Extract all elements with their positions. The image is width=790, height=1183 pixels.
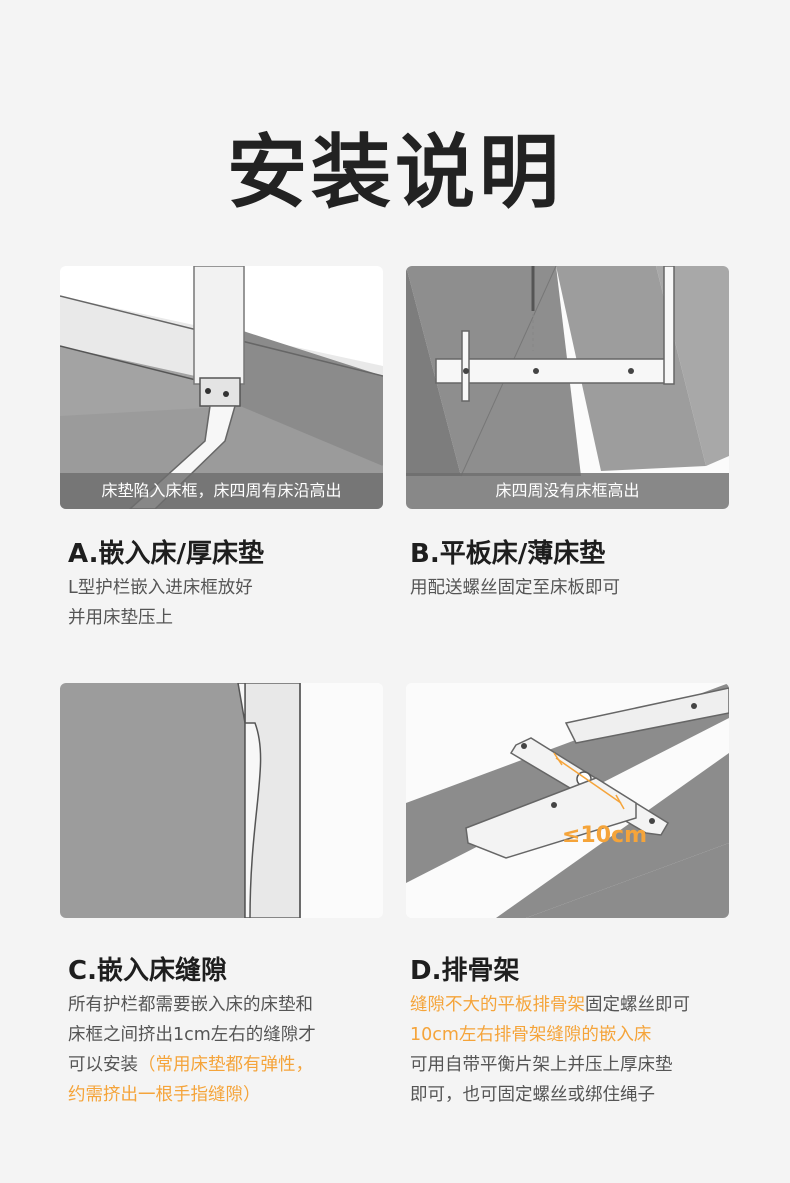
desc-c-line-3: 可以安装（常用床垫都有弹性， xyxy=(68,1050,388,1080)
desc-c-line-3-normal: 可以安装 xyxy=(68,1055,138,1075)
desc-d-line-3: 可用自带平衡片架上并压上厚床垫 xyxy=(410,1055,673,1075)
desc-d-line-1: 缝隙不大的平板排骨架固定螺丝即可 xyxy=(410,990,750,1020)
heading-a: A.嵌入床/厚床垫 xyxy=(68,539,264,569)
heading-c: C.嵌入床缝隙 xyxy=(68,956,227,986)
illustration-b: 床四周没有床框高出 xyxy=(406,266,729,509)
desc-c-line-2: 床框之间挤出1cm左右的缝隙才 xyxy=(68,1025,316,1045)
desc-d-line-2: 10cm左右排骨架缝隙的嵌入床 xyxy=(410,1025,652,1045)
desc-c: 所有护栏都需要嵌入床的床垫和 床框之间挤出1cm左右的缝隙才 可以安装（常用床垫… xyxy=(68,990,388,1110)
desc-d-line-1-highlight: 缝隙不大的平板排骨架 xyxy=(410,995,585,1015)
desc-d: 缝隙不大的平板排骨架固定螺丝即可 10cm左右排骨架缝隙的嵌入床 可用自带平衡片… xyxy=(410,990,750,1110)
desc-a: L型护栏嵌入进床框放好 并用床垫压上 xyxy=(68,573,368,633)
desc-d-line-1-normal: 固定螺丝即可 xyxy=(585,995,690,1015)
measure-label: ≤10cm xyxy=(562,823,648,848)
illustration-c xyxy=(60,683,383,918)
caption-b: 床四周没有床框高出 xyxy=(406,473,729,509)
desc-a-line-2: 并用床垫压上 xyxy=(68,608,173,628)
desc-b: 用配送螺丝固定至床板即可 xyxy=(410,573,730,603)
illustration-d: ≤10cm xyxy=(406,683,729,918)
desc-c-line-1: 所有护栏都需要嵌入床的床垫和 xyxy=(68,995,313,1015)
desc-d-line-4: 即可，也可固定螺丝或绑住绳子 xyxy=(410,1085,655,1105)
desc-b-line-1: 用配送螺丝固定至床板即可 xyxy=(410,578,620,598)
heading-b: B.平板床/薄床垫 xyxy=(410,539,606,569)
desc-c-line-4: 约需挤出一根手指缝隙） xyxy=(68,1085,261,1105)
page-title: 安装说明 xyxy=(227,126,563,219)
caption-a: 床垫陷入床框，床四周有床沿高出 xyxy=(60,473,383,509)
heading-d: D.排骨架 xyxy=(410,956,520,986)
desc-a-line-1: L型护栏嵌入进床框放好 xyxy=(68,578,253,598)
illustration-a: 床垫陷入床框，床四周有床沿高出 xyxy=(60,266,383,509)
desc-c-line-3-highlight: （常用床垫都有弹性， xyxy=(138,1055,313,1075)
